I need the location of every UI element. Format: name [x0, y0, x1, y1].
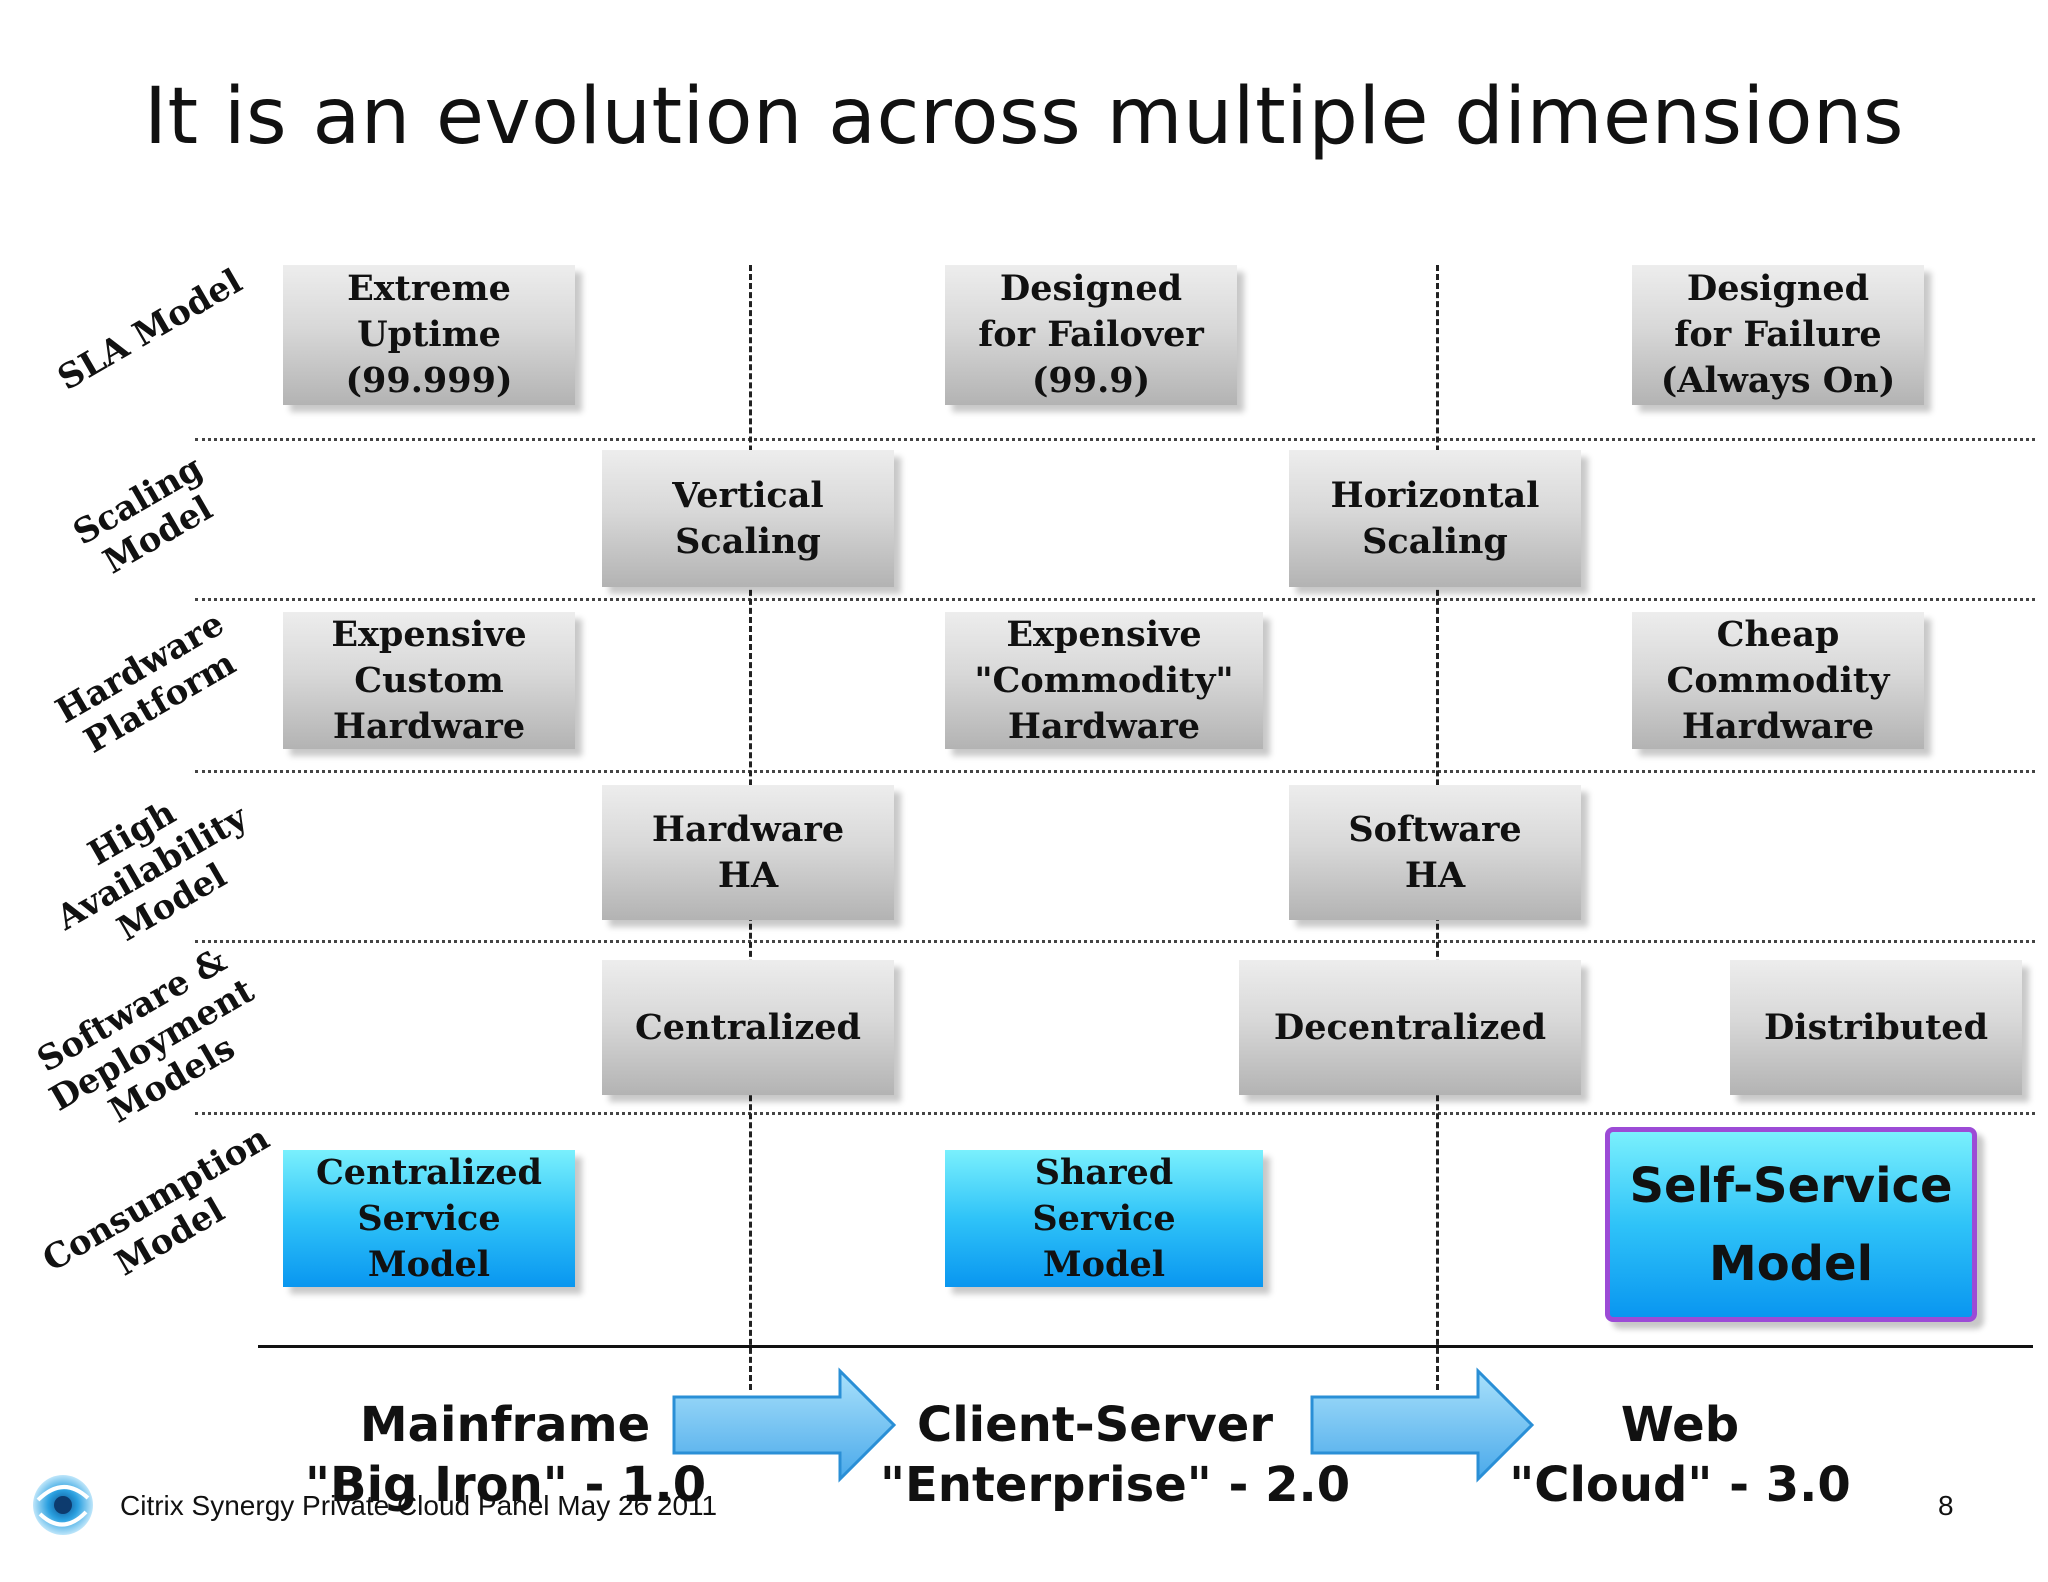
evolution-arrow-icon	[1310, 1367, 1535, 1483]
row-divider	[195, 940, 2035, 943]
era-mainframe-version: "Big Iron" - 1.0	[305, 1457, 707, 1513]
row-label-hardware: Hardware Platform	[49, 603, 243, 762]
row-divider	[195, 1112, 2035, 1115]
box-extreme-uptime: Extreme Uptime (99.999)	[283, 265, 575, 405]
citrix-logo-icon	[33, 1475, 93, 1535]
box-centralized-service-model: Centralized Service Model	[283, 1150, 575, 1287]
row-divider	[195, 598, 2035, 601]
box-expensive-custom-hardware: Expensive Custom Hardware	[283, 612, 575, 749]
box-horizontal-scaling: Horizontal Scaling	[1289, 450, 1581, 587]
era-mainframe: Mainframe "Big Iron" - 1.0	[305, 1395, 707, 1515]
page-title: It is an evolution across multiple dimen…	[143, 72, 1905, 162]
box-decentralized: Decentralized	[1239, 960, 1581, 1095]
box-designed-for-failover: Designed for Failover (99.9)	[945, 265, 1237, 405]
box-expensive-commodity-hardware: Expensive "Commodity" Hardware	[945, 612, 1263, 749]
box-hardware-ha: Hardware HA	[602, 785, 894, 920]
box-self-service-model: Self-Service Model	[1605, 1127, 1977, 1322]
box-shared-service-model: Shared Service Model	[945, 1150, 1263, 1287]
row-divider	[195, 770, 2035, 773]
box-centralized: Centralized	[602, 960, 894, 1095]
footer-text: Citrix Synergy Private Cloud Panel May 2…	[120, 1490, 718, 1521]
row-label-consumption: Consumption Model	[36, 1118, 277, 1285]
era-web: Web "Cloud" - 3.0	[1490, 1395, 1870, 1515]
row-label-ha: High Availability Model	[49, 792, 255, 950]
box-distributed: Distributed	[1730, 960, 2022, 1095]
era-client-server-version: "Enterprise" - 2.0	[880, 1457, 1351, 1513]
era-web-version: "Cloud" - 3.0	[1509, 1457, 1851, 1513]
page-number: 8	[1938, 1490, 1954, 1521]
box-cheap-commodity-hardware: Cheap Commodity Hardware	[1632, 612, 1924, 749]
row-divider	[195, 438, 2035, 441]
era-client-server-title: Client-Server	[916, 1397, 1274, 1453]
era-web-title: Web	[1620, 1397, 1740, 1453]
box-vertical-scaling: Vertical Scaling	[602, 450, 894, 587]
row-label-sla: SLA Model	[51, 261, 249, 399]
evolution-arrow-icon	[672, 1367, 897, 1483]
box-software-ha: Software HA	[1289, 785, 1581, 920]
era-mainframe-title: Mainframe	[359, 1397, 651, 1453]
timeline-baseline	[258, 1345, 2033, 1348]
box-designed-for-failure: Designed for Failure (Always On)	[1632, 265, 1924, 405]
era-client-server: Client-Server "Enterprise" - 2.0	[880, 1395, 1351, 1515]
row-label-scaling: Scaling Model	[66, 447, 220, 583]
